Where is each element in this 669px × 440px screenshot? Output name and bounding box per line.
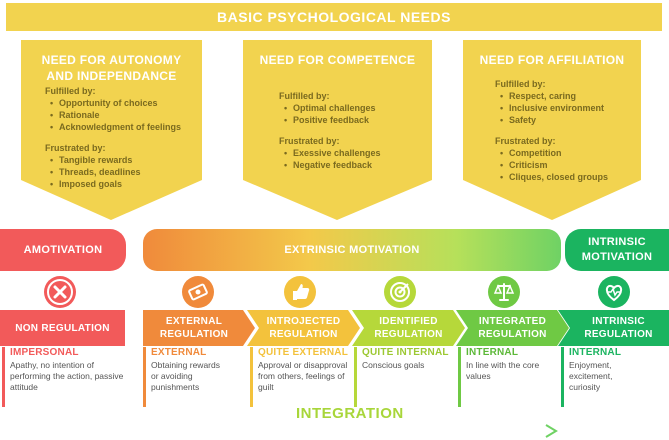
intrinsic-motivation-pill: INTRINSIC MOTIVATION: [565, 229, 669, 271]
list-item: Inclusive environment: [495, 102, 635, 114]
stage-label: INTROJECTED REGULATION: [266, 316, 341, 340]
desc-text: Approval or disapproval from others, fee…: [258, 360, 348, 392]
list-item: Rationale: [45, 109, 195, 121]
desc-heading: QUITE INTERNAL: [362, 347, 449, 358]
stage-identified-regulation: IDENTIFIED REGULATION: [352, 310, 465, 346]
fulfilled-label: Fulfilled by:: [45, 86, 96, 96]
need-title: NEED FOR AFFILIATION: [479, 53, 625, 67]
need-title: NEED FOR AUTONOMY AND INDEPENDANCE: [41, 53, 182, 83]
desc-heading: QUITE EXTERNAL: [258, 347, 349, 358]
scales-icon: [488, 276, 520, 308]
list-item: Acknowledgment of feelings: [45, 121, 195, 133]
desc-heading: IMPERSONAL: [10, 347, 79, 358]
stage-non-regulation: NON REGULATION: [0, 310, 125, 346]
stage-label: INTRINSIC REGULATION: [584, 316, 653, 340]
desc-text: Obtaining rewards or avoiding punishment…: [151, 360, 220, 392]
list-item: Tangible rewards: [45, 154, 195, 166]
heart-pulse-icon: [598, 276, 630, 308]
integration-label: INTEGRATION: [296, 405, 404, 422]
desc-heading: INTERNAL: [569, 347, 622, 358]
stage-introjected-regulation: INTROJECTED REGULATION: [247, 310, 360, 346]
list-item: Safety: [495, 114, 635, 126]
integration-arrow: [141, 424, 558, 438]
need-affiliation: NEED FOR AFFILIATION Fulfilled by: Respe…: [463, 40, 641, 220]
list-item: Criticism: [495, 159, 635, 171]
desc-text: Conscious goals: [362, 360, 425, 370]
list-item: Positive feedback: [279, 114, 424, 126]
desc-text: In line with the core values: [466, 360, 540, 381]
need-title: NEED FOR COMPETENCE: [259, 53, 416, 67]
frustrated-label: Frustrated by:: [279, 136, 340, 146]
list-item: Imposed goals: [45, 178, 195, 190]
stage-label: NON REGULATION: [15, 322, 110, 334]
stage-label: EXTERNAL REGULATION: [159, 316, 229, 340]
x-icon: [44, 276, 76, 308]
desc-quite-external: QUITE EXTERNAL Approval or disapproval f…: [250, 347, 353, 407]
list-item: Competition: [495, 147, 635, 159]
desc-text: Apathy, no intention of performing the a…: [10, 360, 124, 392]
amotivation-pill: AMOTIVATION: [0, 229, 126, 271]
desc-quite-internal: QUITE INTERNAL Conscious goals: [354, 347, 456, 407]
money-icon: [182, 276, 214, 308]
list-item: Opportunity of choices: [45, 97, 195, 109]
list-item: Respect, caring: [495, 90, 635, 102]
banner-title: BASIC PSYCHOLOGICAL NEEDS: [6, 3, 662, 31]
target-icon: [384, 276, 416, 308]
list-item: Cliques, closed groups: [495, 171, 635, 183]
desc-internal-intrinsic: INTERNAL Enjoyment, excitement, curiosit…: [561, 347, 661, 407]
fulfilled-label: Fulfilled by:: [495, 79, 546, 89]
stage-integrated-regulation: INTEGRATED REGULATION: [456, 310, 569, 346]
list-item: Exessive challenges: [279, 147, 424, 159]
desc-heading: EXTERNAL: [151, 347, 207, 358]
list-item: Threads, deadlines: [45, 166, 195, 178]
stage-intrinsic-regulation: INTRINSIC REGULATION: [558, 310, 669, 346]
need-competence: NEED FOR COMPETENCE Fulfilled by: Optima…: [243, 40, 432, 220]
desc-impersonal: IMPERSONAL Apathy, no intention of perfo…: [2, 347, 126, 407]
list-item: Optimal challenges: [279, 102, 424, 114]
stage-label: INTEGRATED REGULATION: [478, 316, 547, 340]
desc-internal-integrated: INTERNAL In line with the core values: [458, 347, 558, 407]
frustrated-label: Frustrated by:: [495, 136, 556, 146]
extrinsic-motivation-pill: EXTRINSIC MOTIVATION: [143, 229, 561, 271]
thumbs-up-icon: [284, 276, 316, 308]
desc-external: EXTERNAL Obtaining rewards or avoiding p…: [143, 347, 247, 407]
stage-label: IDENTIFIED REGULATION: [374, 316, 443, 340]
frustrated-label: Frustrated by:: [45, 143, 106, 153]
desc-heading: INTERNAL: [466, 347, 519, 358]
intrinsic-motivation-label: INTRINSIC MOTIVATION: [581, 236, 653, 263]
need-autonomy: NEED FOR AUTONOMY AND INDEPENDANCE Fulfi…: [21, 40, 202, 220]
desc-text: Enjoyment, excitement, curiosity: [569, 360, 613, 392]
stage-external-regulation: EXTERNAL REGULATION: [143, 310, 255, 346]
list-item: Negative feedback: [279, 159, 424, 171]
fulfilled-label: Fulfilled by:: [279, 91, 330, 101]
